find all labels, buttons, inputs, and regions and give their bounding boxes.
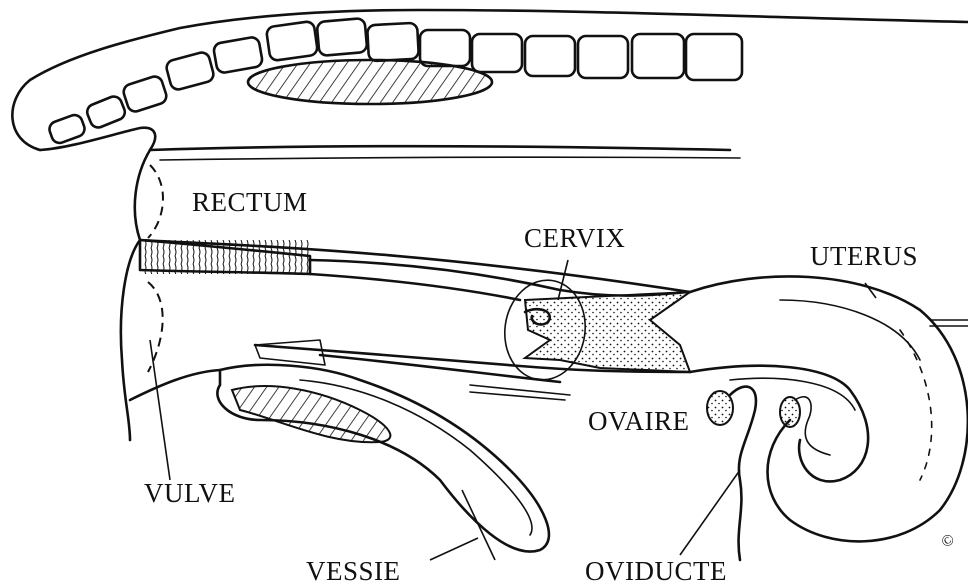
label-ovaire: OVAIRE (588, 406, 690, 436)
ovary-right (780, 397, 800, 427)
copyright-mark: © (939, 531, 958, 552)
label-uterus: UTERUS (810, 241, 918, 271)
label-rectum: RECTUM (192, 187, 308, 217)
bladder (217, 365, 570, 552)
label-vulve: VULVE (144, 478, 236, 508)
spine (12, 10, 968, 150)
ovary-left (707, 391, 733, 425)
cervix (498, 275, 690, 385)
label-cervix: CERVIX (524, 223, 625, 253)
label-oviducte: OVIDUCTE (585, 556, 727, 585)
sacrum (248, 60, 492, 104)
label-vessie: VESSIE (306, 556, 401, 585)
